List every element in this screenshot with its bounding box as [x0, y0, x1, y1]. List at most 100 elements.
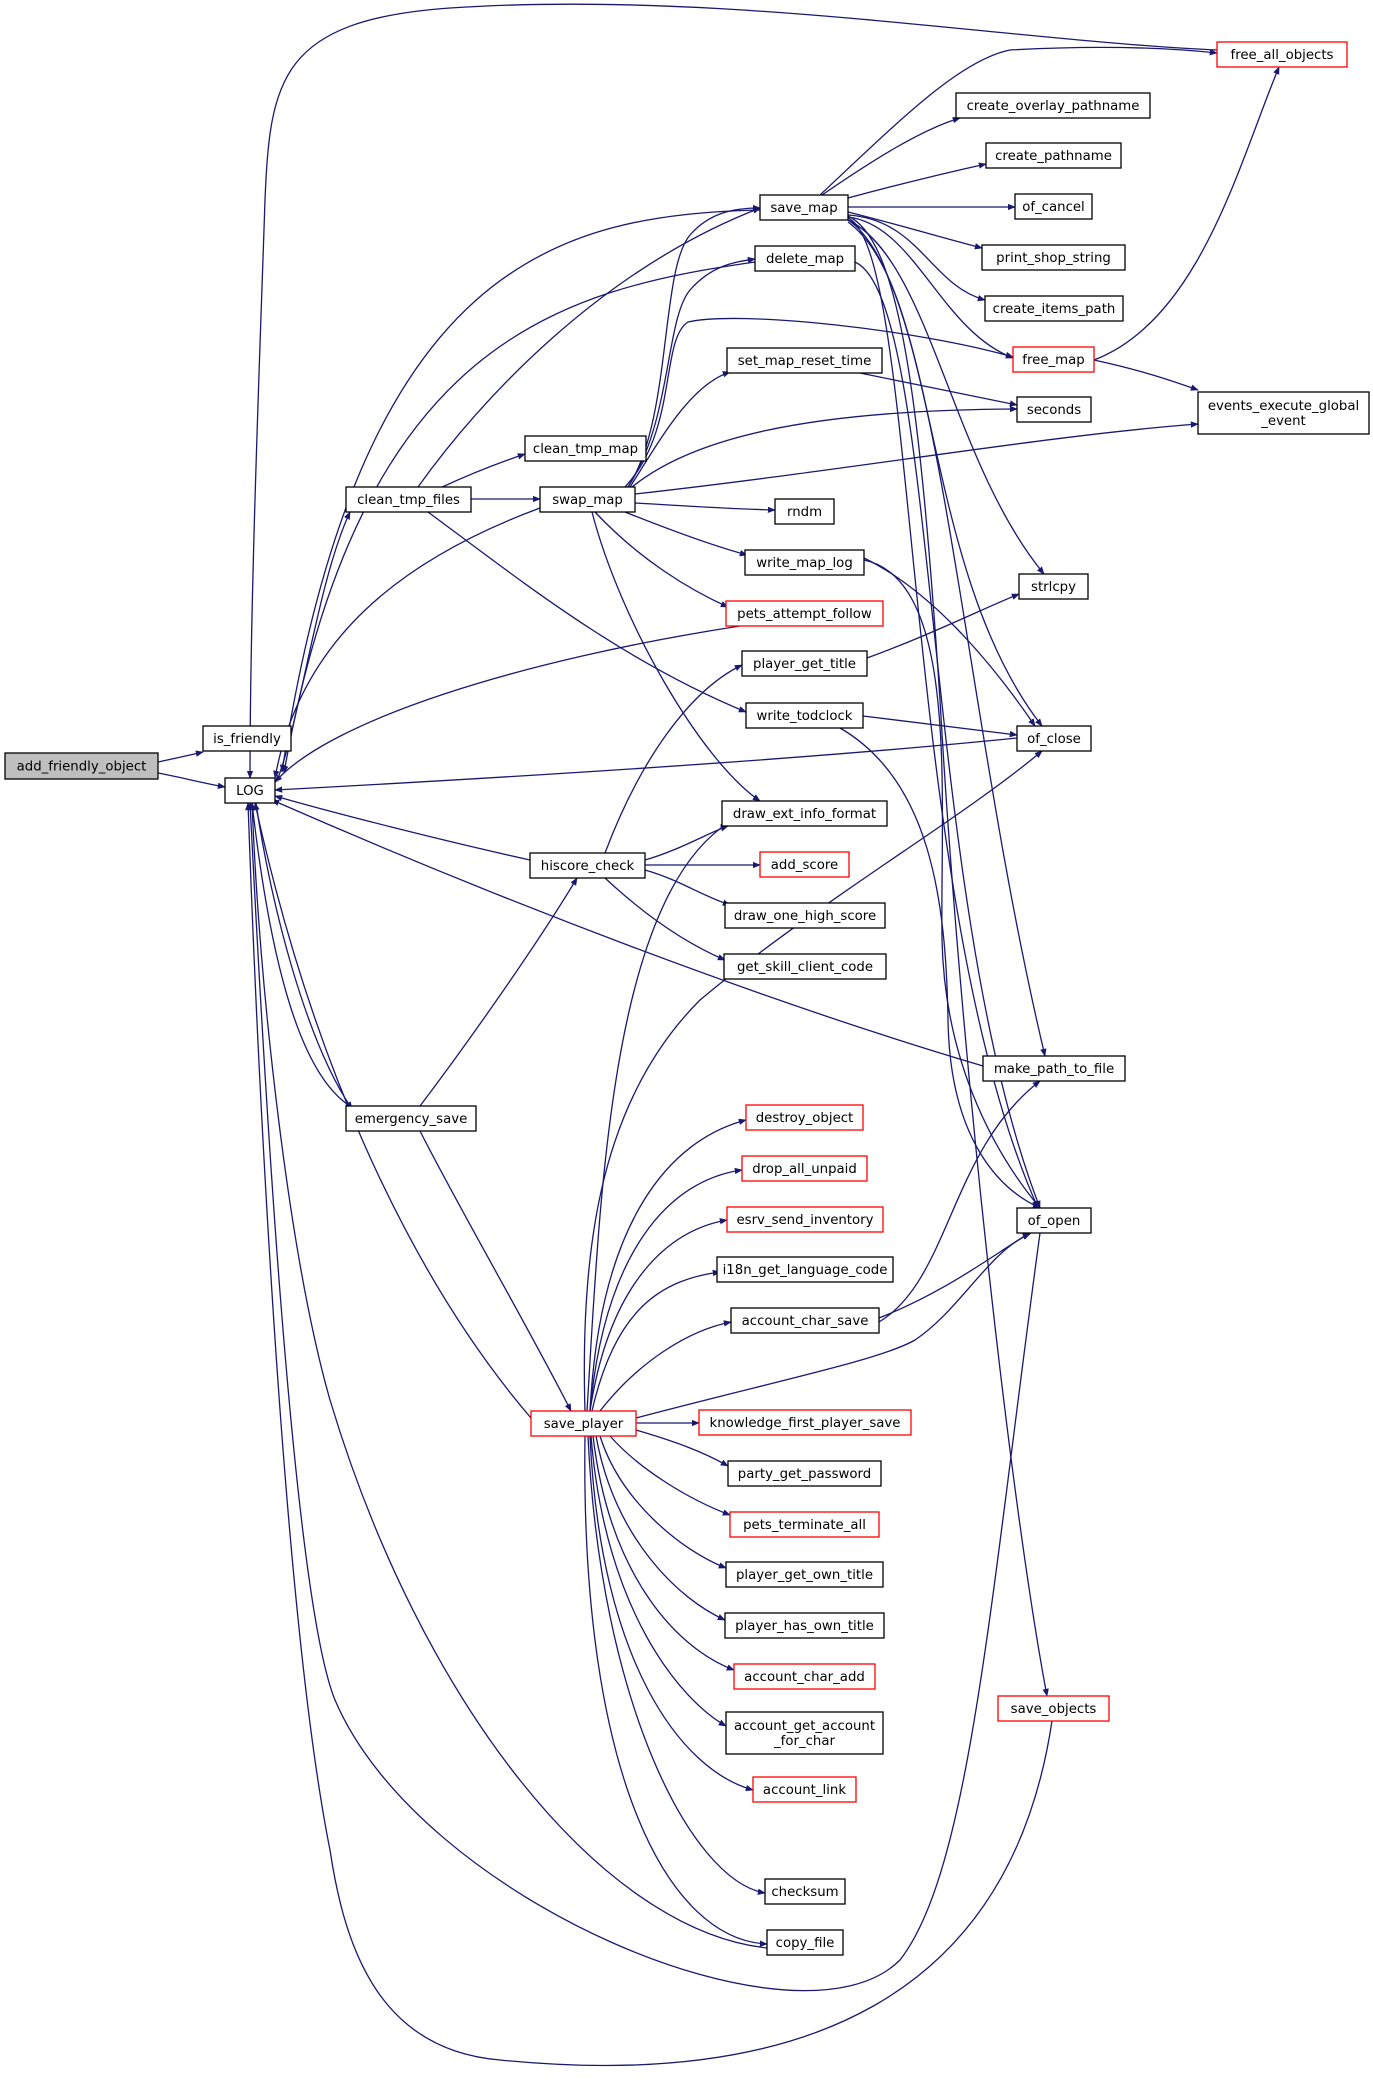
edge-write_todclock-to-of_open — [839, 727, 1041, 1209]
edge-line — [609, 1435, 731, 1516]
node-box — [530, 1410, 637, 1437]
edge-line — [604, 877, 726, 961]
edge-line — [839, 727, 1041, 1209]
edge-line — [866, 593, 1020, 659]
node-label: esrv_send_inventory — [736, 1213, 873, 1228]
node-clean-tmp-map[interactable]: clean_tmp_map — [524, 435, 647, 462]
node-player-get-title[interactable]: player_get_title — [741, 650, 868, 677]
node-box — [752, 1776, 857, 1803]
node-player-has-own-title[interactable]: player_has_own_title — [724, 1612, 885, 1639]
edge-save_map-to-make_path_to_file — [847, 219, 1047, 1057]
node-write-todclock[interactable]: write_todclock — [745, 702, 864, 729]
node-create-overlay-pathname[interactable]: create_overlay_pathname — [955, 92, 1151, 119]
node-of-open[interactable]: of_open — [1016, 1207, 1092, 1234]
node-destroy-object[interactable]: destroy_object — [745, 1104, 864, 1131]
node-label: add_friendly_object — [17, 760, 147, 775]
node-of-close[interactable]: of_close — [1016, 725, 1092, 752]
edge-save_map-to-free_map — [847, 216, 1014, 359]
edge-save_map-to-create_pathname — [847, 162, 987, 199]
edge-save_map-to-print_shop_string — [847, 211, 983, 250]
node-free-all-objects[interactable]: free_all_objects — [1216, 41, 1348, 68]
edge-account_char_save-to-make_path_to_file — [878, 1080, 1041, 1323]
edge-line — [247, 802, 1041, 1992]
node-seconds[interactable]: seconds — [1016, 396, 1092, 423]
node-free-map[interactable]: free_map — [1012, 346, 1095, 373]
node-rndm[interactable]: rndm — [774, 498, 835, 525]
edge-line — [819, 46, 1218, 196]
node-hiscore-check[interactable]: hiscore_check — [529, 852, 646, 879]
node-account-link[interactable]: account_link — [752, 1776, 857, 1803]
node-label: i18n_get_language_code — [723, 1263, 888, 1278]
node-label: save_player — [544, 1417, 624, 1432]
edge-swap_map-to-draw_ext_info_format — [591, 511, 761, 802]
edge-line — [274, 794, 531, 861]
node-box — [725, 1711, 884, 1755]
node-label: player_has_own_title — [735, 1619, 874, 1634]
node-checksum[interactable]: checksum — [764, 1878, 846, 1905]
node-save-player[interactable]: save_player — [530, 1410, 637, 1437]
node-clean-tmp-files[interactable]: clean_tmp_files — [345, 486, 472, 513]
node-pets-attempt-follow[interactable]: pets_attempt_follow — [725, 600, 884, 627]
node-box — [955, 92, 1151, 119]
edge-save_player-to-account_char_add — [592, 1435, 735, 1671]
node-emergency-save[interactable]: emergency_save — [345, 1105, 477, 1132]
node-account-char-add[interactable]: account_char_add — [733, 1663, 876, 1690]
node-delete-map[interactable]: delete_map — [754, 245, 856, 272]
node-box — [766, 1929, 844, 1956]
node-account-char-save[interactable]: account_char_save — [730, 1307, 880, 1334]
node-strlcpy[interactable]: strlcpy — [1018, 573, 1089, 600]
node-events-execute-global-event[interactable]: events_execute_global_event — [1197, 391, 1370, 435]
node-draw-one-high-score[interactable]: draw_one_high_score — [724, 902, 886, 929]
node-draw-ext-info-format[interactable]: draw_ext_info_format — [721, 800, 888, 827]
node-pets-terminate-all[interactable]: pets_terminate_all — [729, 1511, 880, 1538]
node-of-cancel[interactable]: of_cancel — [1014, 193, 1093, 220]
edge-line — [279, 209, 761, 773]
node-copy-file[interactable]: copy_file — [766, 1929, 844, 1956]
node-box — [725, 600, 884, 627]
node-make-path-to-file[interactable]: make_path_to_file — [982, 1055, 1126, 1082]
node-label: clean_tmp_files — [357, 493, 460, 508]
node-knowledge-first-player-save[interactable]: knowledge_first_player_save — [698, 1409, 912, 1436]
node-print-shop-string[interactable]: print_shop_string — [981, 244, 1126, 271]
node-box — [1016, 725, 1092, 752]
edge-swap_map-to-events_execute_global_event — [634, 421, 1199, 495]
node-add-score[interactable]: add_score — [759, 851, 850, 878]
node-esrv-send-inventory[interactable]: esrv_send_inventory — [726, 1206, 884, 1233]
node-box — [984, 295, 1124, 322]
node-create-items-path[interactable]: create_items_path — [984, 295, 1124, 322]
node-label: create_overlay_pathname — [967, 99, 1140, 114]
node-drop-all-unpaid[interactable]: drop_all_unpaid — [741, 1155, 868, 1182]
edge-line — [635, 1429, 729, 1467]
node-account-get-account-for-char[interactable]: account_get_account_for_char — [725, 1711, 884, 1755]
node-box — [727, 1460, 882, 1487]
node-label: save_objects — [1011, 1702, 1097, 1717]
node-box — [981, 244, 1126, 271]
node-label: emergency_save — [355, 1112, 468, 1127]
node-label: free_all_objects — [1231, 48, 1334, 63]
node-set-map-reset-time[interactable]: set_map_reset_time — [726, 347, 883, 374]
node-write-map-log[interactable]: write_map_log — [744, 549, 865, 576]
edge-line — [591, 1269, 721, 1412]
node-box — [725, 1561, 884, 1588]
node-is-friendly[interactable]: is_friendly — [202, 725, 292, 752]
edge-line — [634, 502, 776, 514]
node-create-pathname[interactable]: create_pathname — [985, 142, 1122, 169]
node-add-friendly-object[interactable]: add_friendly_object — [4, 752, 159, 780]
node-save-objects[interactable]: save_objects — [997, 1695, 1110, 1722]
node-label: draw_ext_info_format — [733, 807, 876, 822]
node-player-get-own-title[interactable]: player_get_own_title — [725, 1561, 884, 1588]
node-get-skill-client-code[interactable]: get_skill_client_code — [723, 953, 887, 980]
edge-swap_map-to-set_map_reset_time — [629, 371, 731, 488]
edge-copy_file-to-LOG — [249, 802, 768, 1949]
node-label: account_link — [763, 1783, 846, 1798]
edge-line — [157, 772, 226, 789]
node-box — [726, 1206, 884, 1233]
node-swap-map[interactable]: swap_map — [539, 486, 636, 513]
node-LOG[interactable]: LOG — [224, 777, 276, 804]
edge-line — [847, 219, 1047, 1057]
node-label: write_todclock — [756, 709, 852, 724]
node-box — [698, 1409, 912, 1436]
node-save-map[interactable]: save_map — [759, 194, 849, 221]
node-party-get-password[interactable]: party_get_password — [727, 1460, 882, 1487]
node-i18n-get-language-code[interactable]: i18n_get_language_code — [716, 1256, 894, 1283]
